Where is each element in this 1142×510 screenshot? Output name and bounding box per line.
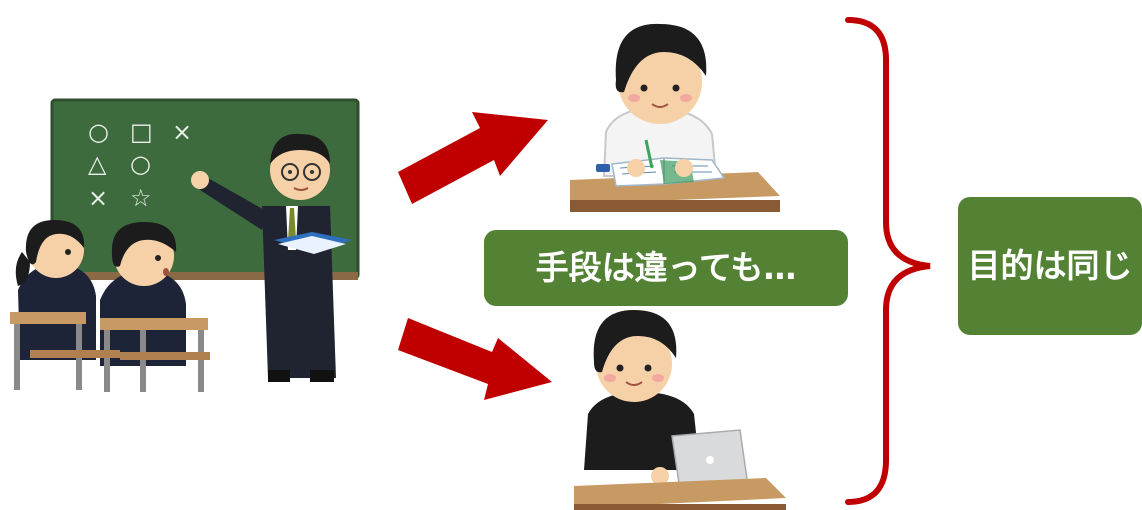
mark-square: □	[130, 118, 153, 146]
curly-brace	[845, 17, 931, 505]
same-purpose-label: 目的は同じ	[958, 197, 1142, 335]
arrow-to-laptop-study	[398, 318, 552, 400]
mark-cross-1: ×	[172, 118, 192, 146]
classroom-lecture-illustration: ○ □ × △ ○ × ☆	[10, 98, 360, 392]
mark-circle-1: ○	[88, 118, 109, 146]
student-studying-on-laptop-illustration	[574, 310, 786, 510]
teacher-figure	[191, 133, 352, 382]
mark-cross-2: ×	[88, 184, 108, 212]
classroom-desks	[10, 312, 210, 392]
same-purpose-text: 目的は同じ	[967, 246, 1133, 286]
means-differ-label: 手段は違っても…	[484, 230, 848, 306]
blackboard-marks: ○ □ × △ ○ × ☆	[88, 118, 192, 212]
mark-star: ☆	[130, 184, 152, 212]
mark-circle-2: ○	[130, 150, 151, 178]
arrow-to-paper-study	[398, 112, 548, 204]
mark-triangle: △	[88, 150, 107, 178]
student-studying-on-paper-illustration	[570, 23, 780, 212]
means-differ-text: 手段は違っても…	[535, 248, 797, 288]
